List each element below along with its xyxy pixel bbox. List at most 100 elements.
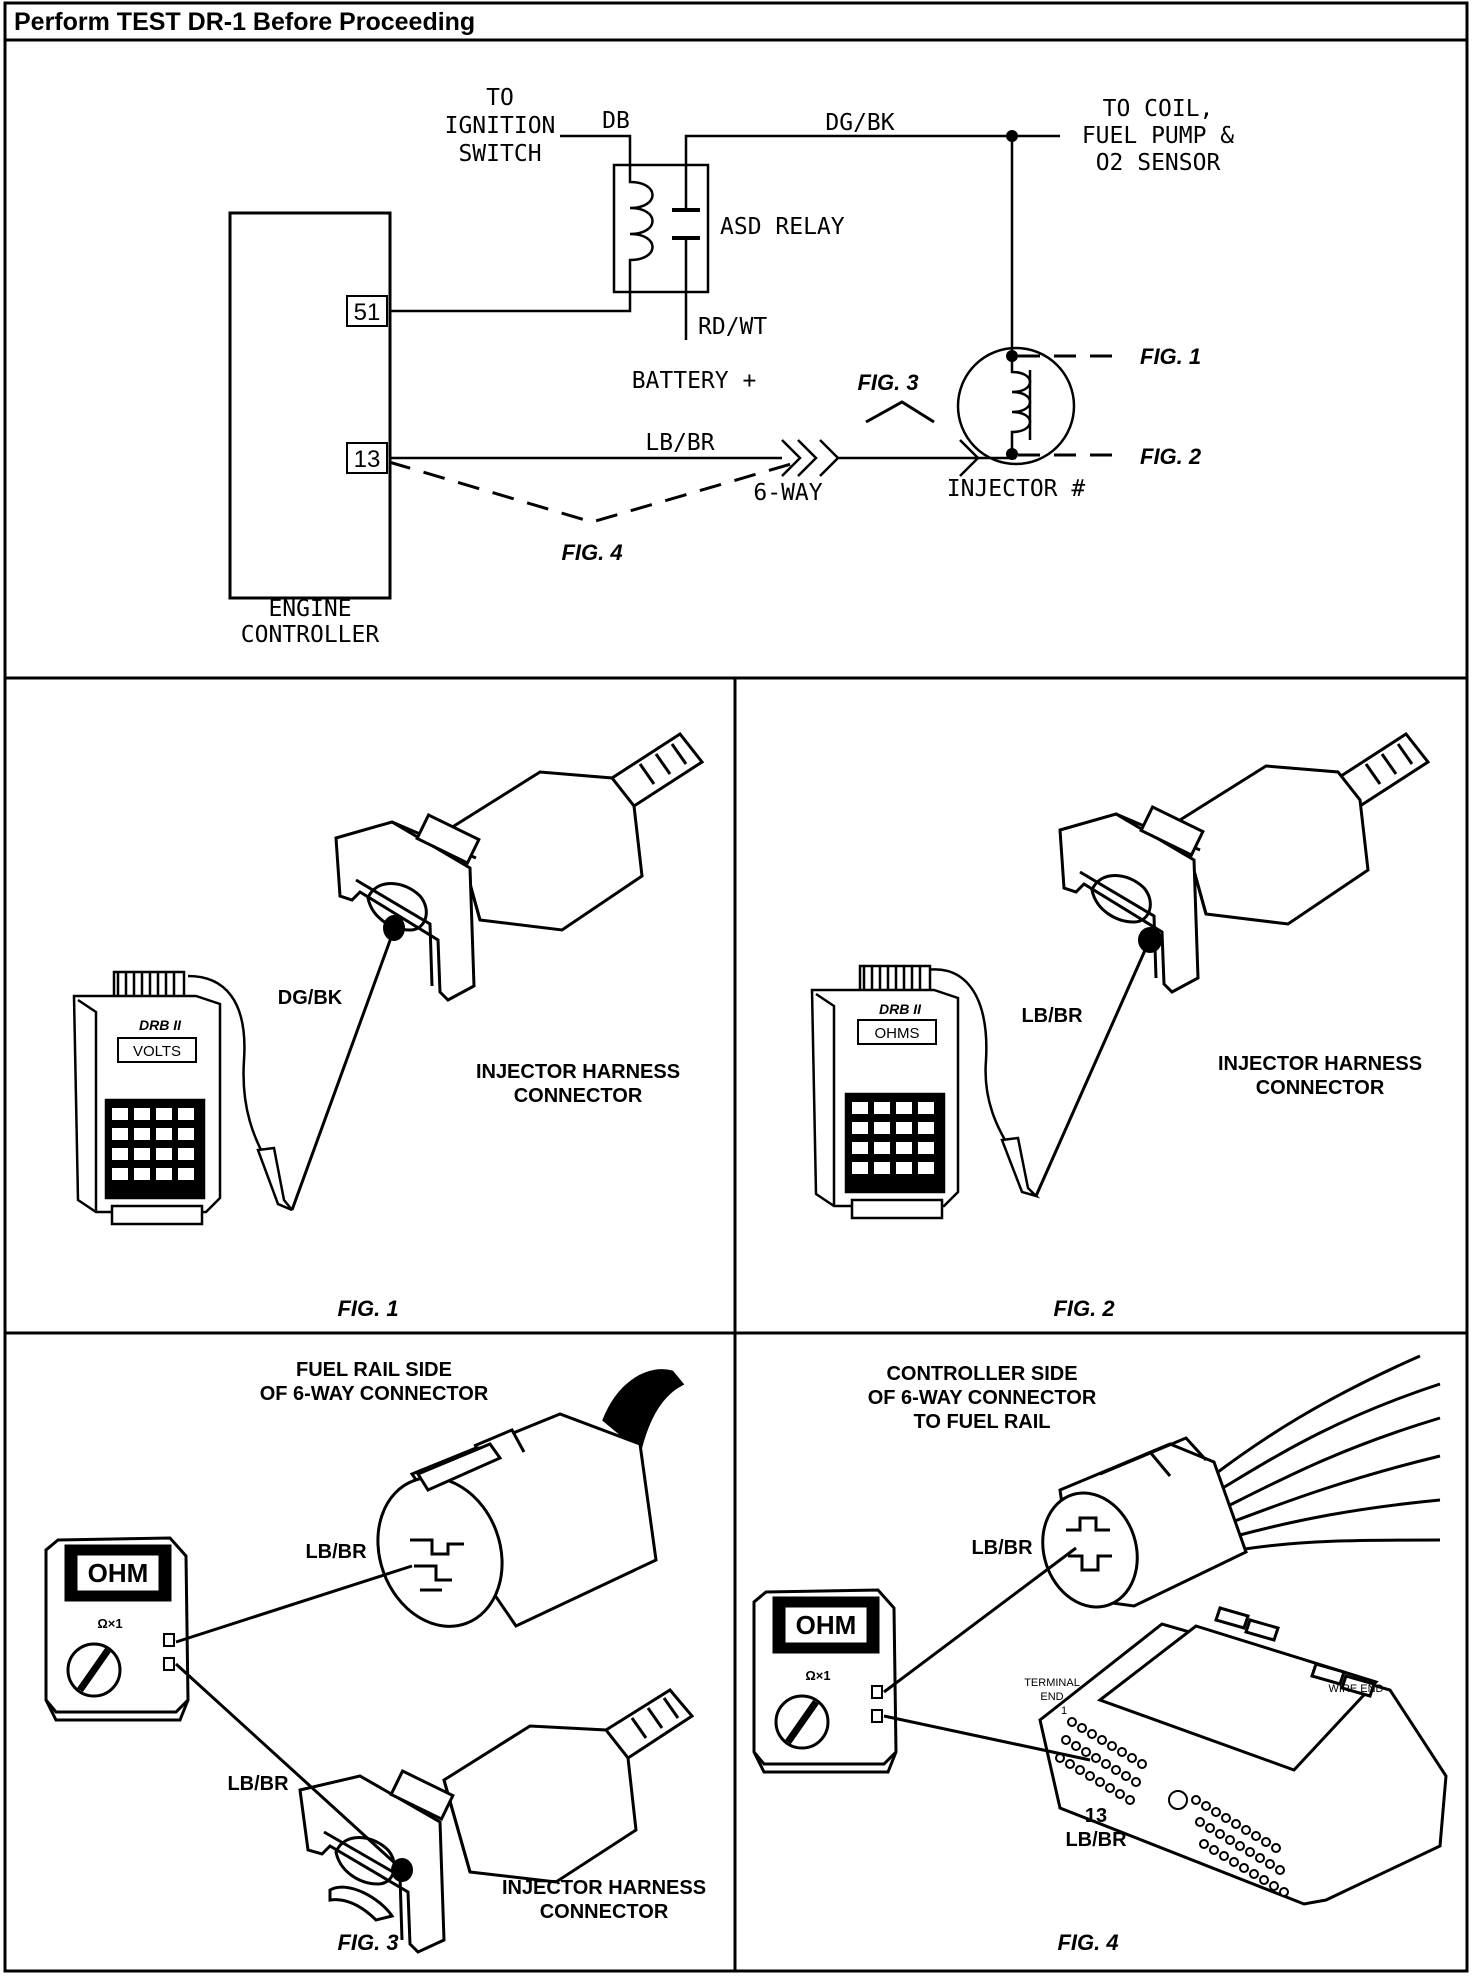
fig4-pin-number-label: 13 [1085, 1805, 1107, 1827]
fig4-terminal-pins [1055, 1717, 1289, 1897]
fig4-title-2: OF 6-WAY CONNECTOR [868, 1387, 1097, 1409]
fig2-connector-label-2: CONNECTOR [1256, 1077, 1385, 1099]
fig3-ref-label: FIG. 3 [857, 370, 918, 395]
fig2-probe-lead [1034, 947, 1148, 1197]
fig2-terminal [1138, 927, 1162, 953]
fig4-title-3: TO FUEL RAIL [913, 1411, 1050, 1433]
fig4-lead-top [883, 1546, 1077, 1694]
fig4-ohmmeter [752, 1588, 898, 1774]
fig3-ohmmeter [44, 1536, 190, 1722]
injector-label: INJECTOR # [947, 476, 1086, 502]
ignition-label-3: SWITCH [458, 141, 541, 167]
fig1-probe [256, 1146, 293, 1212]
engine-controller-label-1: ENGINE [268, 596, 351, 622]
fig2-probe [1000, 1136, 1041, 1199]
fig3-wire-top-label: LB/BR [305, 1541, 367, 1563]
fig3-lead-top [175, 1564, 413, 1644]
coil-label-3: O2 SENSOR [1096, 150, 1221, 176]
fig3-connector-label-1: INJECTOR HARNESS [502, 1877, 706, 1899]
rdwt-wire-label: RD/WT [698, 314, 767, 340]
pin-51-wire [389, 292, 632, 313]
engine-controller-box [228, 211, 392, 600]
fig3-hose [602, 1369, 685, 1453]
fig4-wire-label: LB/BR [971, 1537, 1033, 1559]
fig2-cavity [1090, 874, 1152, 924]
fig3-meter-range: Ω×1 [97, 1616, 122, 1631]
asd-relay-box [612, 163, 710, 294]
six-way-chevron-1 [781, 439, 802, 477]
fig2-test-lead [917, 968, 1016, 1157]
fig4-meter-range: Ω×1 [805, 1668, 830, 1683]
schematic: 51 13 ENGINE CONTROLLER TO IGNITION SWIT… [228, 85, 1234, 648]
relay-coil [628, 165, 654, 292]
fig4-wire-end-label: WIRE END [1329, 1683, 1384, 1695]
coil-label-2: FUEL PUMP & [1082, 123, 1234, 149]
fig2-connector-label-1: INJECTOR HARNESS [1218, 1053, 1422, 1075]
frame [3, 1, 1469, 1973]
ignition-label-2: IGNITION [445, 113, 556, 139]
dgbk-junction-dot [1006, 130, 1018, 142]
db-wire-label: DB [602, 108, 630, 134]
fig4-pointer [388, 460, 799, 524]
fig3-title-2: OF 6-WAY CONNECTOR [260, 1383, 489, 1405]
six-way-label: 6-WAY [753, 480, 822, 506]
fig2-wire-label: LB/BR [1021, 1005, 1083, 1027]
fig1-ref-label: FIG. 1 [1140, 344, 1201, 369]
fig3-lead-bottom [174, 1662, 400, 1868]
fig4-panel: CONTROLLER SIDE OF 6-WAY CONNECTOR TO FU… [752, 1354, 1448, 1955]
fig4-terminal-one-label: 1 [1061, 1705, 1067, 1717]
fig2-panel: DRB II OHMS LB/BR INJECTOR HARNESS CONNE… [810, 731, 1431, 1321]
battery-label: BATTERY + [632, 368, 757, 394]
fig3-round-face [376, 1476, 504, 1628]
fig4-terminal-end-label-2: END [1040, 1691, 1063, 1703]
dgbk-wire [684, 134, 1014, 356]
asd-relay-label: ASD RELAY [720, 214, 845, 240]
fig4-title-1: CONTROLLER SIDE [886, 1363, 1077, 1385]
pin-13-label: 13 [354, 446, 381, 473]
fig1-probe-lead [290, 934, 394, 1211]
coil-label-1: TO COIL, [1103, 96, 1214, 122]
fig1-test-lead [187, 974, 272, 1169]
header-title: Perform TEST DR-1 Before Proceeding [14, 8, 475, 36]
fig3-caption: FIG. 3 [337, 1930, 398, 1955]
fig2-caption: FIG. 2 [1053, 1296, 1115, 1321]
fig1-tester [72, 970, 222, 1226]
fig4-caption: FIG. 4 [1057, 1930, 1118, 1955]
fig2-connector-shell [1178, 764, 1370, 926]
fig4-lead-bottom [883, 1714, 1091, 1762]
fig3-connector-label-2: CONNECTOR [540, 1901, 669, 1923]
fig4-pin-wire-label: LB/BR [1065, 1829, 1127, 1851]
ignition-label-1: TO [486, 85, 514, 111]
fig2-ref-label: FIG. 2 [1140, 444, 1202, 469]
fig1-panel: DRB II VOLTS DG/BK INJECTOR HARNESS CONN… [72, 731, 705, 1321]
fig4-ref-label: FIG. 4 [561, 540, 622, 565]
fig1-tester-display: VOLTS [133, 1043, 181, 1060]
six-way-chevron-3 [819, 439, 840, 477]
fig3-connector-shell [442, 1724, 638, 1884]
pin-51-label: 51 [354, 299, 381, 326]
pin-51-box [346, 295, 388, 327]
fig2-tester-display: OHMS [875, 1025, 920, 1042]
fig4-wire-bundle [1209, 1354, 1441, 1552]
fig3-panel: FUEL RAIL SIDE OF 6-WAY CONNECTOR [44, 1359, 706, 1955]
fig3-title-1: FUEL RAIL SIDE [296, 1359, 452, 1381]
fig1-wire-label: DG/BK [278, 987, 343, 1009]
fig1-cable [611, 731, 705, 808]
fig1-caption: FIG. 1 [337, 1296, 398, 1321]
fig1-tester-brand: DRB II [139, 1017, 182, 1033]
fig4-meter-display: OHM [796, 1610, 857, 1640]
injector-top-dot [1006, 350, 1018, 362]
fig1-connector-label-1: INJECTOR HARNESS [476, 1061, 680, 1083]
pin-13-box [346, 442, 388, 474]
dgbk-wire-label: DG/BK [825, 110, 894, 136]
fig3-pointer [865, 400, 935, 424]
fig2-cable [1337, 731, 1431, 808]
lbbr-wire-label: LB/BR [645, 430, 714, 456]
six-way-chevron-2 [797, 439, 818, 477]
fig1-connector-label-2: CONNECTOR [514, 1085, 643, 1107]
engine-controller-label-2: CONTROLLER [241, 622, 380, 648]
injector-bottom-dot [1006, 448, 1018, 460]
fig4-terminal-end-label-1: TERMINAL [1024, 1677, 1080, 1689]
